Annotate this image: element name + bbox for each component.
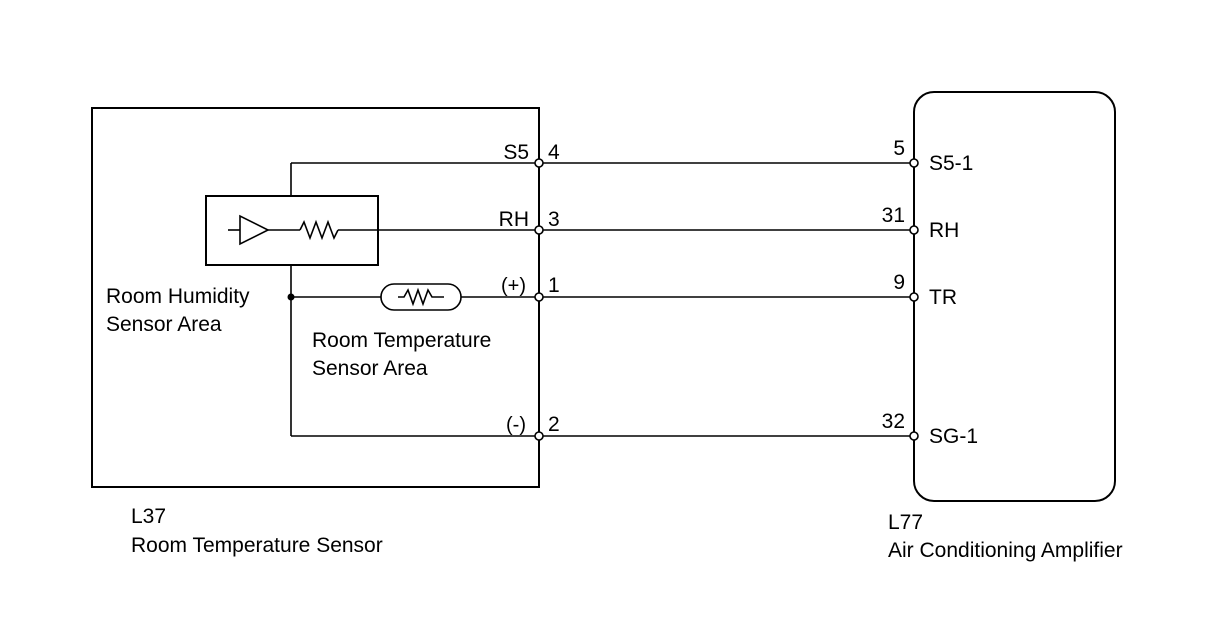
amplifier-pin-32 [909,431,919,441]
amplifier-symbol [228,214,300,246]
amplifier-pin-number-32: 32 [882,410,905,433]
amplifier-terminal-tr: TR [929,286,957,309]
amplifier-terminal-s5-1: S5-1 [929,152,973,175]
temperature-area-label-line2: Sensor Area [312,357,428,380]
humidity-area-label-line2: Sensor Area [106,313,222,336]
sensor-terminal-minus: (-) [506,414,526,436]
sensor-pin-3 [534,225,544,235]
sensor-pin-number-4: 4 [548,141,560,164]
sensor-terminal-plus: (+) [501,275,526,297]
sensor-pin-4 [534,158,544,168]
temperature-area-label-line1: Room Temperature [312,329,491,352]
sensor-pin-number-3: 3 [548,208,560,231]
amplifier-terminal-sg-1: SG-1 [929,425,978,448]
sensor-terminal-s5: S5 [503,141,529,164]
sensor-terminal-rh: RH [499,208,529,231]
sensor-pin-number-2: 2 [548,413,560,436]
amplifier-pin-31 [909,225,919,235]
humidity-resistor-symbol [299,219,339,241]
sensor-name: Room Temperature Sensor [131,534,383,557]
humidity-area-label-line1: Room Humidity [106,285,250,308]
sensor-pin-2 [534,431,544,441]
sensor-pin-number-1: 1 [548,274,560,297]
amplifier-name: Air Conditioning Amplifier [888,539,1123,562]
amplifier-pin-number-9: 9 [893,271,905,294]
sensor-pin-1 [534,292,544,302]
thermistor-resistor-symbol [398,287,444,307]
sensor-code: L37 [131,505,166,528]
amplifier-code: L77 [888,511,923,534]
amplifier-pin-9 [909,292,919,302]
amplifier-pin-number-31: 31 [882,204,905,227]
amplifier-terminal-rh: RH [929,219,959,242]
amplifier-pin-5 [909,158,919,168]
amplifier-pin-number-5: 5 [893,137,905,160]
